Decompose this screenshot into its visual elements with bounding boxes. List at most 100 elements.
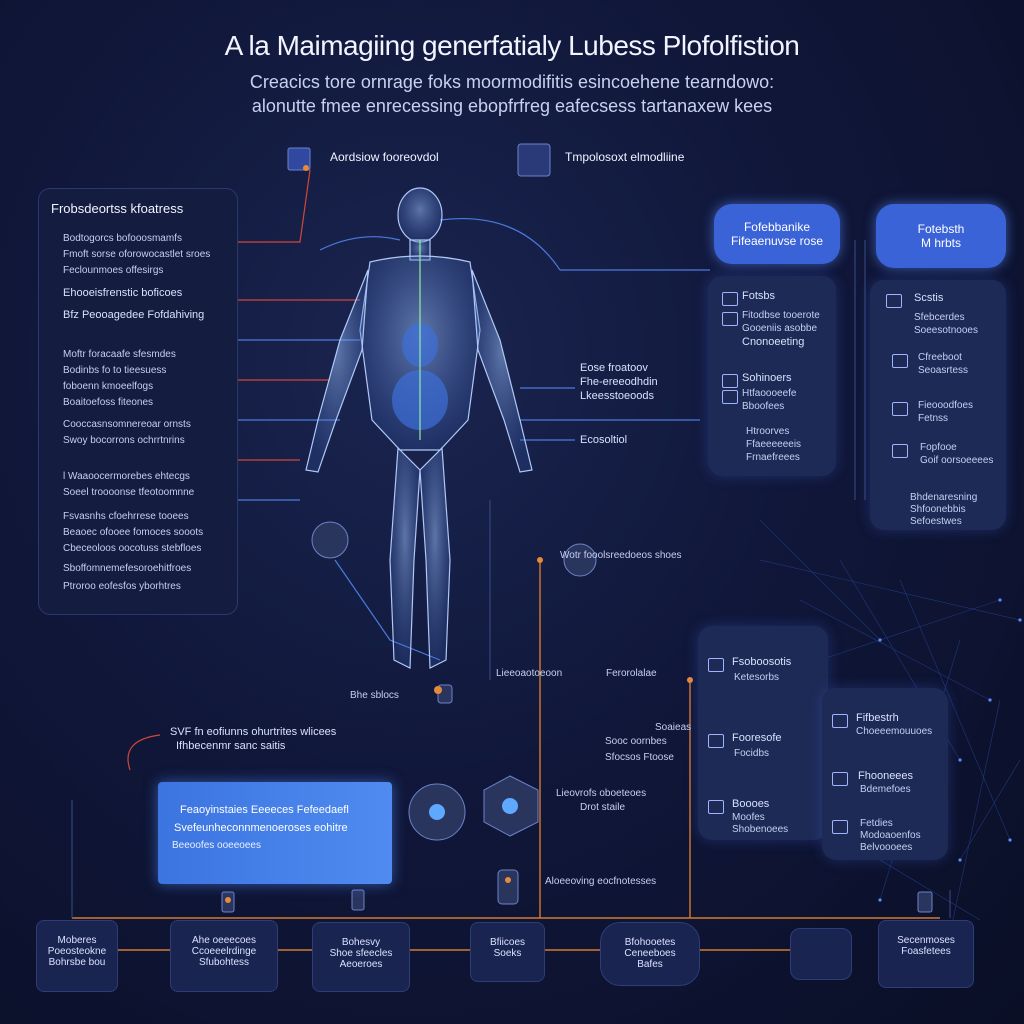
flow-node-1: Moberes Poeosteokne Bohrsbe bou bbox=[36, 920, 118, 992]
flow-node-line: Ahe oeeecoes bbox=[192, 935, 256, 946]
item-icon bbox=[708, 658, 724, 677]
pill-1-line-2: Fifeaenuvse rose bbox=[730, 234, 824, 248]
highlight-line-3: Beeoofes ooeeoees bbox=[172, 840, 261, 851]
list-item: Fsvasnhs cfoehrrese tooees bbox=[63, 511, 189, 522]
left-panel-title: Frobsdeortss kfoatress bbox=[51, 201, 184, 216]
list-item: Soeel troooonse tfeotoomnne bbox=[63, 487, 195, 498]
flow-node-2: Ahe oeeecoes Ccoeeelrdinge Sfubohtess bbox=[170, 920, 278, 992]
list-item: Sefoestwes bbox=[910, 516, 962, 527]
flow-node-line: Ccoeeelrdinge bbox=[191, 946, 257, 957]
list-item: Frnaefreees bbox=[746, 452, 800, 463]
right-panel-1: Fotsbs Fitodbse tooerote Gooeniis asobbe… bbox=[708, 276, 836, 476]
flow-node-3: Bohesvy Shoe sfeecles Aeoeroes bbox=[312, 922, 410, 992]
list-item: Ffaeeeeeeis bbox=[746, 439, 802, 450]
subtitle-line-1: Creacics tore ornrage foks moormodifitis… bbox=[249, 72, 775, 92]
flow-node-line: Bfohooetes bbox=[624, 937, 676, 948]
label-mid-2: Fhe-ereeodhdin bbox=[580, 376, 658, 388]
list-item: Swoy bocorrons ochrrtnrins bbox=[63, 435, 185, 446]
list-item: Seoasrtess bbox=[918, 365, 969, 376]
right-panel-2: Scstis Sfebcerdes Soeesotnooes Cfreeboot… bbox=[870, 280, 1006, 530]
list-item: Gooeniis asobbe bbox=[742, 323, 818, 334]
list-item: Moofes bbox=[732, 812, 765, 823]
left-panel-list: Bodtogorcs bofooosmamfs Fmoft sorse ofor… bbox=[49, 229, 229, 609]
list-item: Fotsbs bbox=[742, 290, 776, 302]
list-item: Beaoec ofooee fomoces sooots bbox=[63, 527, 204, 538]
item-icon bbox=[892, 354, 908, 373]
list-item: Moftr foracaafe sfesmdes bbox=[63, 349, 176, 360]
flow-node-line: Shoe sfeecles bbox=[329, 948, 393, 959]
flow-node-line: Poeosteokne bbox=[47, 946, 107, 957]
list-item: Ptroroo eofesfos yborhtres bbox=[63, 581, 181, 592]
label-small-right: Wotr fooolsreedoeos shoes bbox=[560, 550, 682, 561]
item-icon bbox=[722, 292, 738, 311]
list-item: Fieooodfoes bbox=[918, 400, 974, 411]
annotation-2: Ifhbecenmr sanc saitis bbox=[176, 740, 286, 752]
item-icon bbox=[832, 772, 848, 791]
item-icon bbox=[892, 402, 908, 421]
list-item: Fooresofe bbox=[732, 732, 782, 744]
flow-node-line: Bohrsbe bou bbox=[48, 957, 106, 968]
list-item: Fifbestrh bbox=[856, 712, 899, 724]
item-icon bbox=[722, 390, 738, 409]
list-item: Cbeceoloos oocotuss stebfloes bbox=[63, 543, 202, 554]
list-item: Bodtogorcs bofooosmamfs bbox=[63, 233, 182, 244]
label-mid-annot: Lieovrofs oboeteoes bbox=[556, 788, 647, 799]
flow-node-line: Sfubohtess bbox=[198, 957, 250, 968]
pill-2: Fotebsth M hrbts bbox=[876, 204, 1006, 268]
item-icon bbox=[722, 312, 738, 331]
pill-2-line-1: Fotebsth bbox=[917, 222, 965, 236]
list-item: Cfreeboot bbox=[918, 352, 962, 363]
label-mid-1: Eose froatoov bbox=[580, 362, 648, 374]
list-item: Goif oorsoeeees bbox=[920, 455, 994, 466]
list-item: Boaitoefoss fiteones bbox=[63, 397, 154, 408]
highlight-line-1: Feaoyinstaies Eeeeces Fefeedaefl bbox=[180, 804, 349, 816]
flow-node-blank bbox=[790, 928, 852, 980]
list-item: Cnonoeeting bbox=[742, 336, 805, 348]
list-item: Shobenoees bbox=[732, 824, 789, 835]
list-item: Fhooneees bbox=[858, 770, 914, 782]
label-lower-1: Lieeoaotoeoon bbox=[496, 668, 563, 679]
list-item: Bhdenaresning bbox=[910, 492, 978, 503]
top-label-left: Aordsiow fooreovdol bbox=[330, 150, 439, 164]
list-item: Shfoonebbis bbox=[910, 504, 966, 515]
label-lower-2: Ferorolalae bbox=[606, 668, 657, 679]
item-icon bbox=[708, 734, 724, 753]
flow-node-line: Bfiicoes bbox=[489, 937, 525, 948]
list-item: Boooes bbox=[732, 798, 770, 810]
item-icon bbox=[886, 294, 902, 313]
pill-1: Fofebbanike Fifeaenuvse rose bbox=[714, 204, 840, 264]
list-item: Choeeemouuoes bbox=[856, 726, 933, 737]
item-icon bbox=[832, 714, 848, 733]
item-icon bbox=[892, 444, 908, 463]
list-item: Sohinoers bbox=[742, 372, 792, 384]
label-mid-3: Lkeesstoeoods bbox=[580, 390, 654, 402]
list-item: Ketesorbs bbox=[734, 672, 780, 683]
pill-1-line-1: Fofebbanike bbox=[743, 220, 811, 234]
lower-right-panel-1: Fsoboosotis Ketesorbs Fooresofe Focidbs … bbox=[698, 626, 828, 840]
flow-node-line: Ceneeboes bbox=[624, 948, 676, 959]
list-item: Modoaoenfos bbox=[860, 830, 921, 841]
list-item: Htfaoooeefe bbox=[742, 388, 797, 399]
list-item: Fsoboosotis bbox=[732, 656, 792, 668]
list-item: Bdemefoes bbox=[860, 784, 911, 795]
flow-node-5: Bfohooetes Ceneeboes Bafes bbox=[600, 922, 700, 986]
flow-node-line: Bohesvy bbox=[341, 937, 381, 948]
flow-node-line: Soeks bbox=[493, 948, 522, 959]
flow-node-line: Foasfetees bbox=[901, 946, 951, 957]
label-small-right-4: Sfocsos Ftoose bbox=[605, 752, 674, 763]
flow-node-6: Secenmoses Foasfetees bbox=[878, 920, 974, 988]
label-small-right-2: Soaieas bbox=[655, 722, 692, 733]
list-item: foboenn kmoeelfogs bbox=[63, 381, 154, 392]
page-title: A la Maimagiing generfatialy Lubess Plof… bbox=[224, 30, 800, 61]
list-item: Fmoft sorse oforowocastlet sroes bbox=[63, 249, 211, 260]
label-mid-annot-3: Aloeeoving eocfnotesses bbox=[545, 876, 657, 887]
subtitle-line-2: alonutte fmee enrecessing ebopfrfreg eaf… bbox=[251, 96, 773, 116]
annotation-1: SVF fn eofiunns ohurtrites wlicees bbox=[170, 726, 337, 738]
list-item: Belvoooees bbox=[860, 842, 913, 853]
item-icon bbox=[722, 374, 738, 393]
list-item: Feclounmoes offesirgs bbox=[63, 265, 164, 276]
list-item: Bfz Peooagedee Fofdahiving bbox=[63, 309, 205, 321]
flow-node-line: Moberes bbox=[57, 935, 97, 946]
list-item: l Waaoocermorebes ehtecgs bbox=[63, 471, 190, 482]
